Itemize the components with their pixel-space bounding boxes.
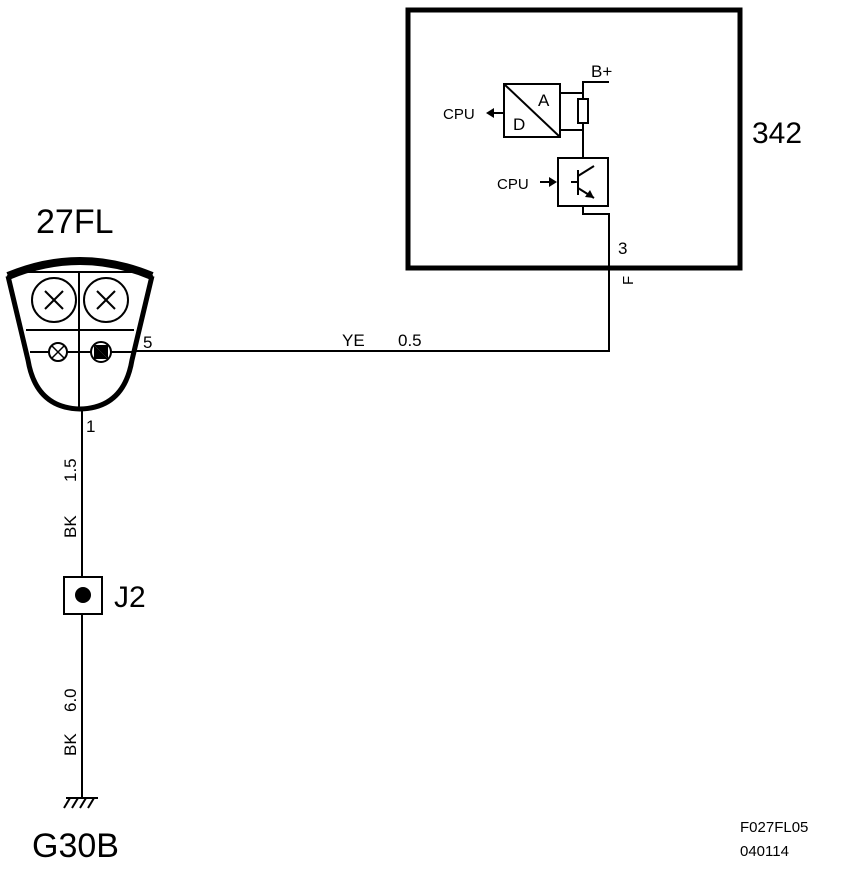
adc-label-a: A [538, 91, 550, 110]
lamp-id: 27FL [36, 203, 114, 241]
lamp-housing-top-edge [6, 257, 154, 280]
bulb-small-left-icon [48, 342, 68, 362]
driver-output-line [582, 206, 610, 270]
transistor-collector [577, 165, 595, 177]
lower-wire-size: 6.0 [61, 688, 80, 712]
transistor-emitter-arrow-icon [585, 190, 594, 198]
lamp-pin-signal: 5 [143, 333, 152, 352]
module-pin-number: 3 [618, 239, 627, 258]
supply-label: B+ [591, 62, 612, 81]
ground-id: G30B [32, 827, 119, 865]
ground-wire-lower: 6.0 BK [61, 614, 83, 798]
module-pin-code: F [620, 276, 637, 285]
lower-wire-color: BK [61, 733, 80, 756]
resistor-icon [577, 98, 589, 124]
adc-diagonal [503, 83, 561, 138]
driver-box [557, 157, 609, 207]
footer: F027FL05 040114 [740, 819, 808, 860]
adc-box [503, 83, 561, 138]
arrow-right-icon [549, 177, 557, 187]
module-342: 342 A D CPU B+ [405, 7, 802, 285]
signal-wire-line [118, 268, 610, 352]
ground-wire-upper: 1.5 BK [61, 409, 83, 577]
bulb-left-icon [31, 277, 77, 323]
arrow-left-icon [486, 108, 494, 118]
lamp-27fl: 27FL 5 1 [5, 203, 155, 436]
driver-block: CPU [497, 157, 610, 270]
upper-wire-size: 1.5 [61, 458, 80, 482]
ground-symbol-icon [63, 797, 98, 809]
signal-wire-size: 0.5 [398, 331, 422, 350]
splice-dot-icon [75, 587, 91, 603]
signal-wire: YE 0.5 [118, 268, 610, 352]
led-indicator-icon [90, 341, 112, 363]
cpu-out-label: CPU [443, 106, 475, 123]
pullup-circuit: B+ [560, 62, 612, 158]
cpu-in-label: CPU [497, 176, 529, 193]
adc-label-d: D [513, 115, 525, 134]
diagram-date: 040114 [740, 843, 789, 860]
lamp-pin-ground: 1 [86, 417, 95, 436]
adc-block: A D [503, 83, 561, 138]
upper-wire-color: BK [61, 515, 80, 538]
module-box [405, 7, 743, 271]
module-id: 342 [752, 117, 802, 150]
signal-wire-color: YE [342, 331, 365, 350]
bulb-right-icon [83, 277, 129, 323]
splice-id: J2 [114, 581, 146, 614]
diagram-code: F027FL05 [740, 819, 808, 836]
splice-j2: J2 [63, 576, 146, 615]
cpu-output: CPU [443, 106, 504, 123]
ground-g30b: G30B [32, 797, 119, 865]
supply-line [582, 81, 609, 99]
